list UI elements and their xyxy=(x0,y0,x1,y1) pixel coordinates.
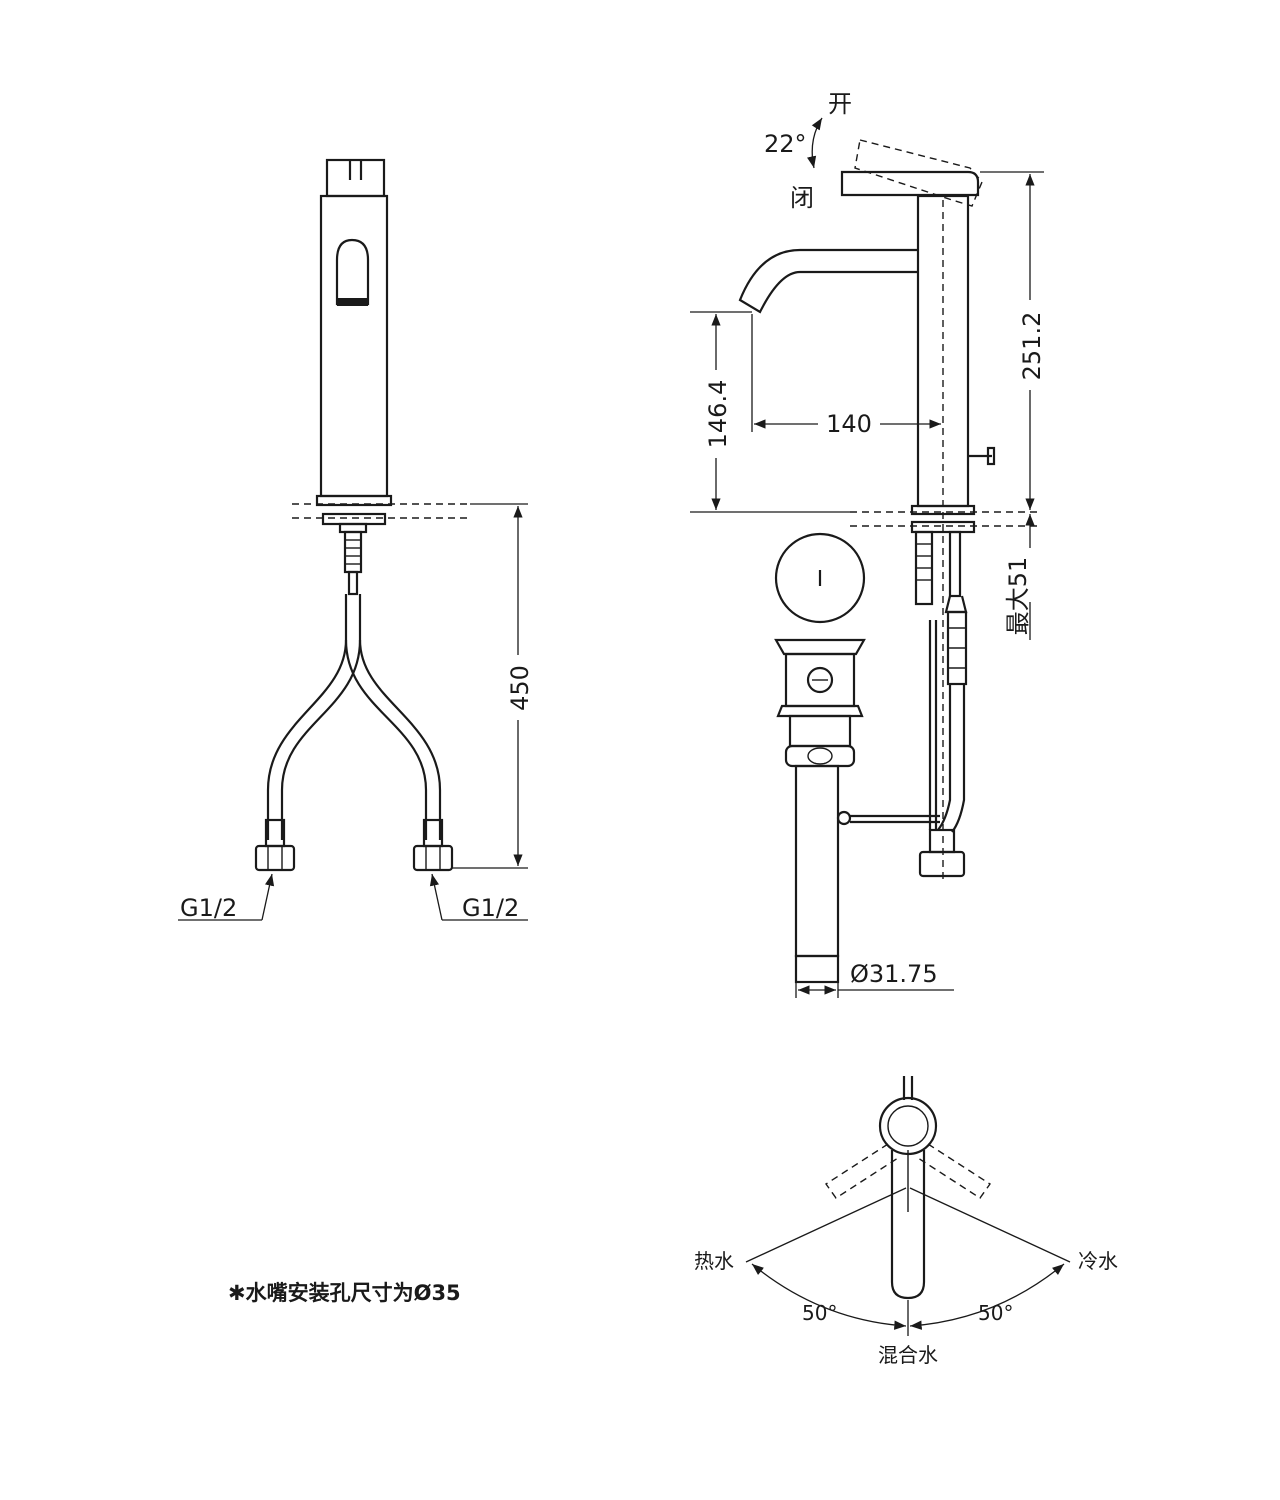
open-label: 开 xyxy=(828,90,852,118)
side-hose-nut xyxy=(918,850,966,878)
top-lever-cold-position xyxy=(917,1143,991,1199)
install-hole-note: ✱水嘴安装孔尺寸为Ø35 xyxy=(228,1281,461,1305)
front-hose-left xyxy=(266,594,348,840)
top-view: 热水 冷水 50° 50° 混合水 xyxy=(694,1076,1118,1367)
popup-drain xyxy=(774,638,940,984)
side-view: 开 22° 闭 xyxy=(690,90,1046,998)
front-nut-right xyxy=(412,844,454,872)
mixed-water-label: 混合水 xyxy=(878,1343,938,1367)
front-view: 450 G1/2 G1/2 xyxy=(178,158,534,922)
lever-angle-label: 22° xyxy=(764,130,807,158)
front-nut-left xyxy=(254,844,296,872)
side-lever-open-position xyxy=(854,139,983,207)
connector-right-label: G1/2 xyxy=(462,894,519,922)
front-aerator-outlet xyxy=(335,238,370,306)
front-hose-right xyxy=(344,639,428,840)
drain-cap-top-view xyxy=(774,532,866,624)
closed-label: 闭 xyxy=(790,184,814,212)
cold-water-label: 冷水 xyxy=(1078,1249,1118,1273)
top-lever-hot-position xyxy=(825,1143,899,1199)
angle-right-label: 50° xyxy=(978,1301,1013,1325)
hot-water-label: 热水 xyxy=(694,1249,734,1273)
side-lever-handle xyxy=(840,170,980,197)
front-threaded-shank xyxy=(343,530,363,574)
front-base-flange xyxy=(315,494,393,507)
dim-140-label: 140 xyxy=(826,410,872,438)
dim-max51-label: 最大51 xyxy=(1004,557,1032,636)
top-faucet-body xyxy=(878,1096,938,1156)
dim-450-label: 450 xyxy=(506,665,534,711)
dim-251-label: 251.2 xyxy=(1018,312,1046,381)
front-top-cap xyxy=(325,158,386,198)
dim-drain-diameter-label: Ø31.75 xyxy=(850,960,938,988)
dim-146-label: 146.4 xyxy=(704,380,732,449)
angle-left-label: 50° xyxy=(802,1301,837,1325)
connector-left-label: G1/2 xyxy=(180,894,237,922)
side-spout xyxy=(738,248,918,314)
drain-tailpiece xyxy=(794,764,840,958)
